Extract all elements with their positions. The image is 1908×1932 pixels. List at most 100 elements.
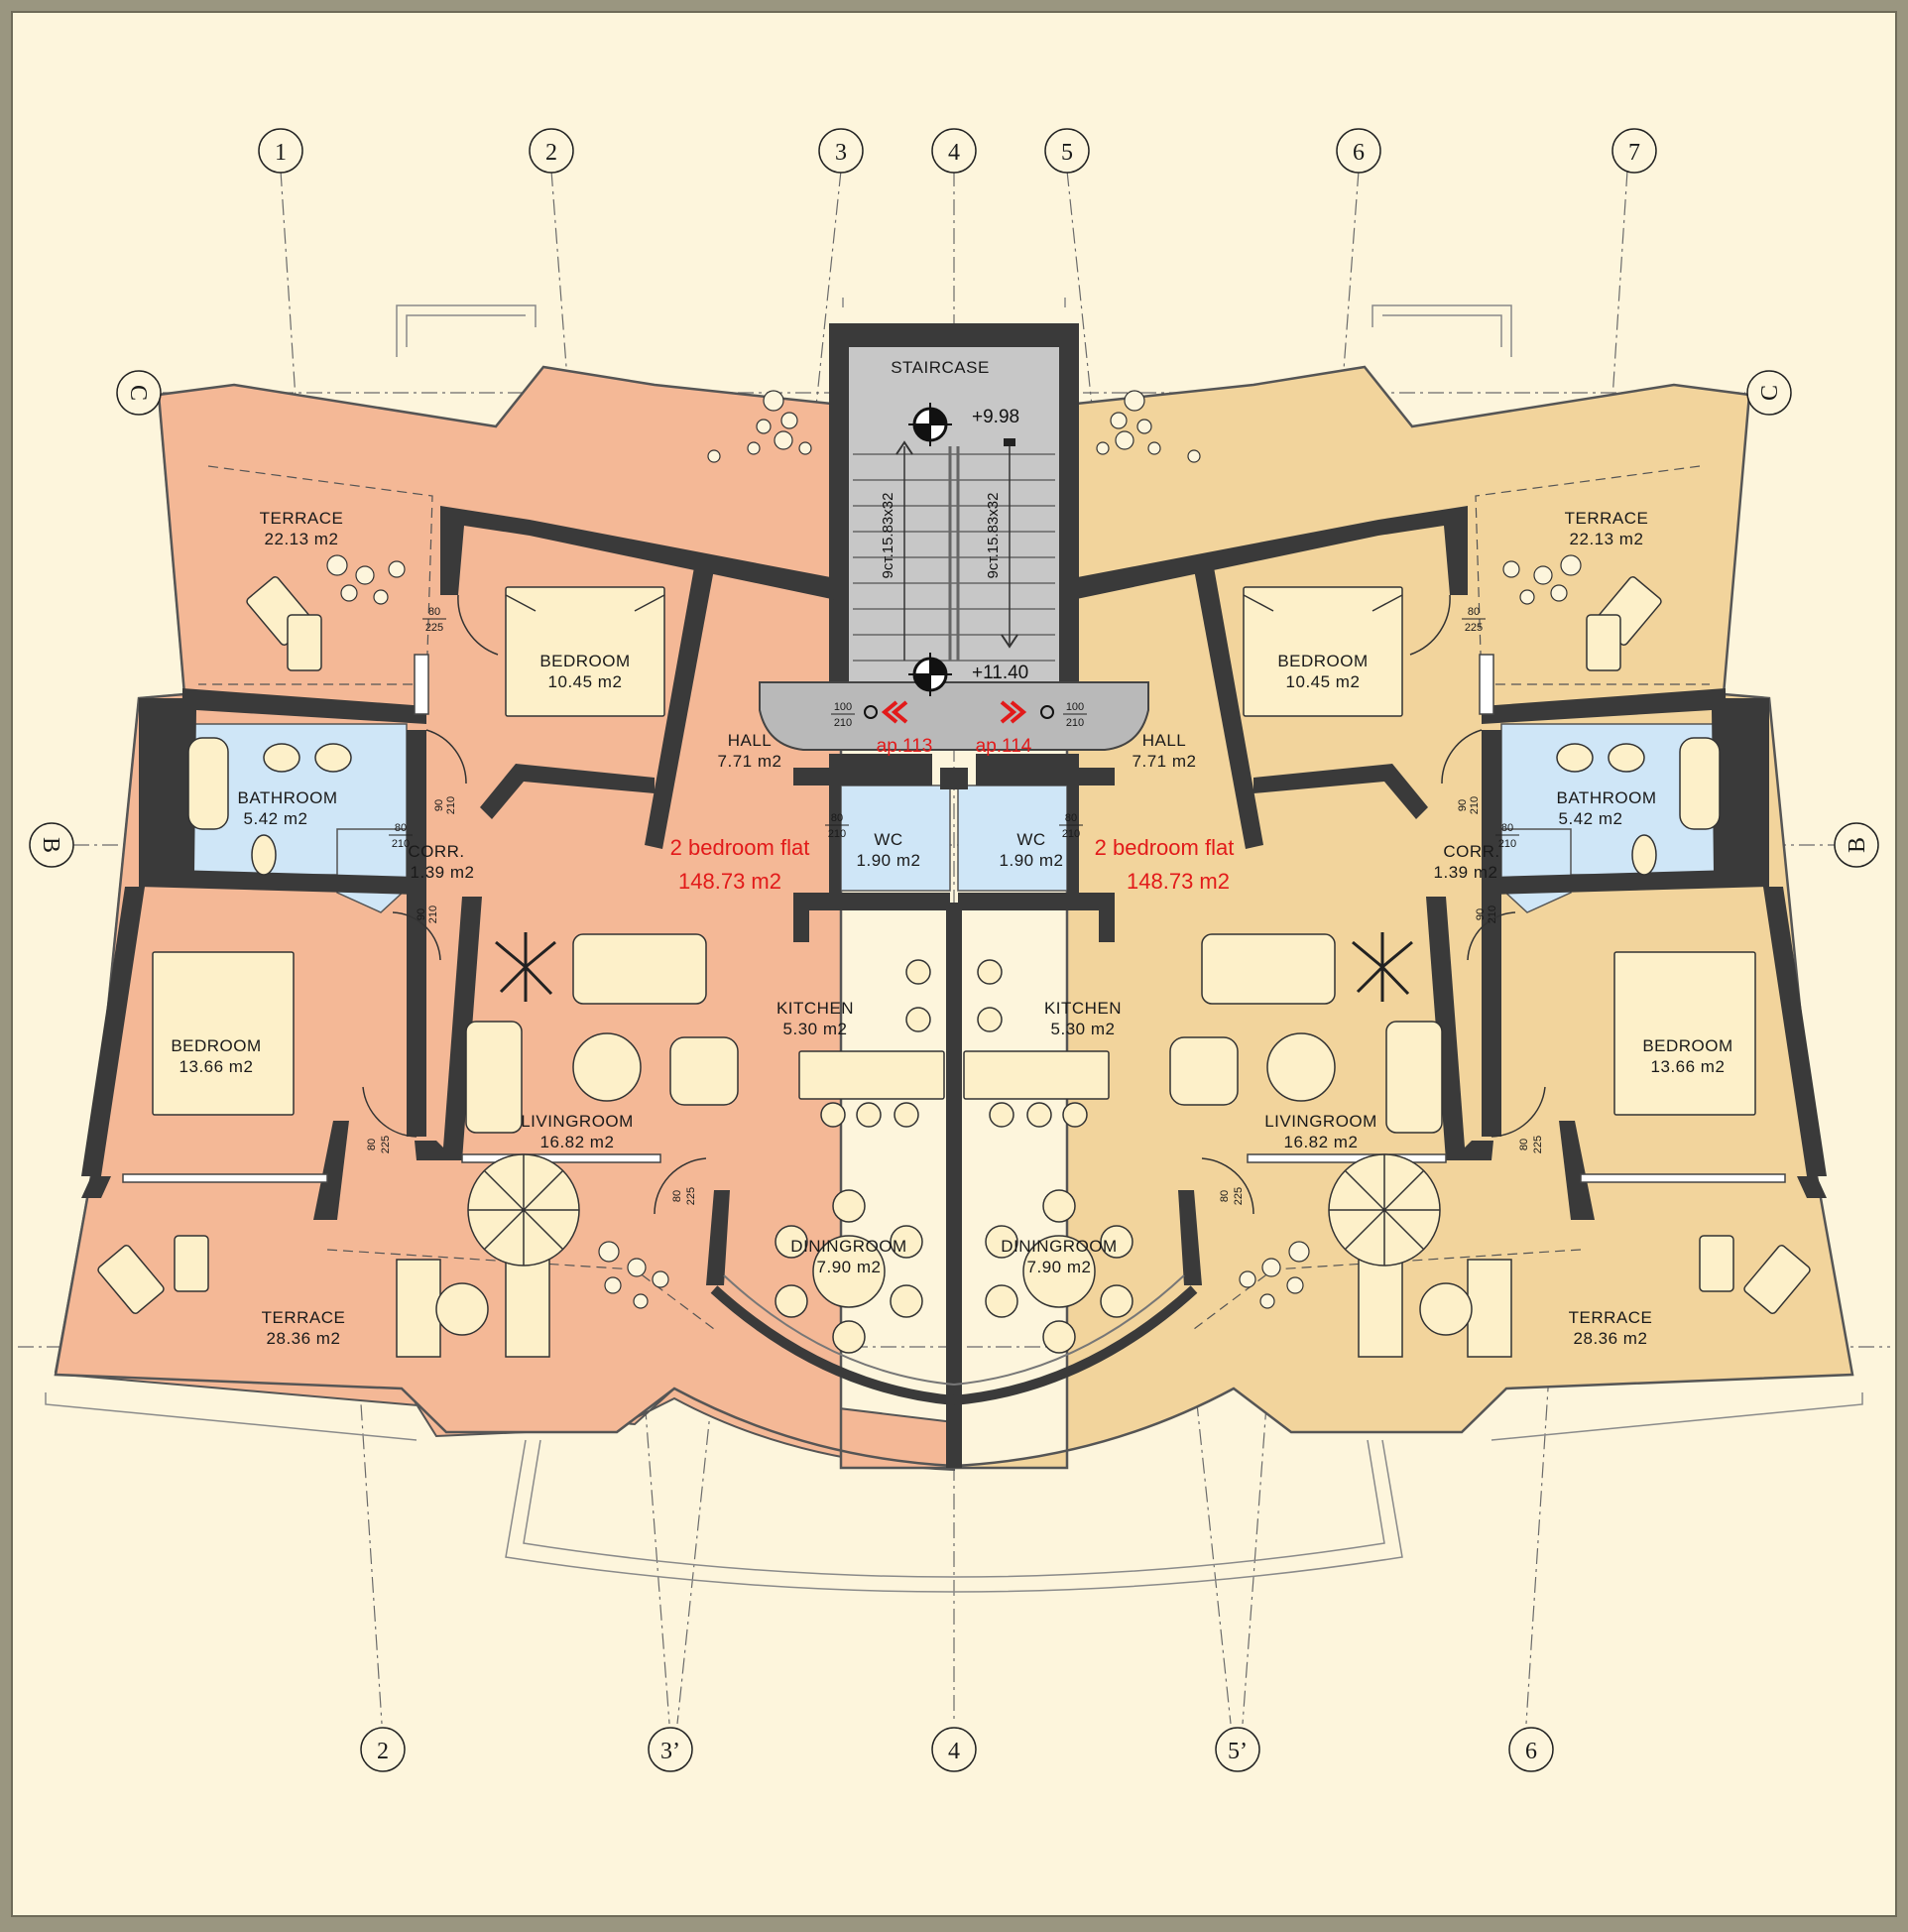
right-terrace-bottom-name: TERRACE	[1569, 1308, 1653, 1327]
door-mark-width: 80	[1219, 1190, 1231, 1202]
flight-right-label: 9ст.15.83х32	[985, 493, 1002, 579]
axis-label-bottom-6: 6	[1525, 1739, 1537, 1764]
door-mark-width: 90	[1457, 799, 1469, 811]
door-mark-height: 210	[828, 828, 846, 840]
door-mark-width: 90	[433, 799, 445, 811]
left-livingroom-name: LIVINGROOM	[521, 1112, 634, 1131]
plant-clusters	[326, 390, 1582, 1309]
left-corr-area: 1.39 m2	[411, 863, 475, 882]
furniture-right	[963, 576, 1811, 1358]
left-bathroom-name: BATHROOM	[238, 788, 338, 807]
potted-plant-right-icon	[1352, 932, 1413, 1002]
left-terrace-bottom-area: 28.36 m2	[267, 1329, 341, 1348]
left-terrace-bottom-name: TERRACE	[262, 1308, 346, 1327]
flight-left-label: 9ст.15.83х32	[880, 493, 896, 579]
entry-arrow-left-icon	[881, 700, 908, 724]
door-mark-width: 80	[671, 1190, 683, 1202]
right-hall-name: HALL	[1142, 731, 1187, 750]
door-mark-height: 225	[685, 1187, 697, 1205]
left-diningroom-name: DININGROOM	[790, 1237, 906, 1256]
right-hall-area: 7.71 m2	[1133, 752, 1197, 771]
axis-label-bottom-4: 4	[948, 1739, 960, 1764]
axis-label-row-b-left: B	[38, 837, 63, 853]
right-terrace-top-name: TERRACE	[1565, 509, 1649, 528]
left-terrace-top-name: TERRACE	[260, 509, 344, 528]
door-mark-width: 80	[428, 606, 440, 618]
door-mark-height: 210	[1066, 717, 1084, 729]
axis-label-top-1: 1	[275, 140, 287, 166]
right-bathroom-name: BATHROOM	[1557, 788, 1657, 807]
right-bathroom-area: 5.42 m2	[1559, 809, 1623, 828]
door-mark-height: 225	[1532, 1136, 1544, 1153]
axis-label-bottom-2: 2	[377, 1739, 389, 1764]
axis-label-bottom-3p: 3’	[660, 1739, 680, 1764]
right-bedroom-large-area: 13.66 m2	[1651, 1057, 1726, 1076]
right-terrace-top-area: 22.13 m2	[1570, 530, 1644, 548]
left-bedroom-small-name: BEDROOM	[539, 652, 630, 670]
door-mark-width: 80	[395, 822, 407, 834]
right-diningroom-area: 7.90 m2	[1027, 1258, 1092, 1276]
right-bedroom-small-name: BEDROOM	[1277, 652, 1368, 670]
axis-label-top-3: 3	[835, 140, 847, 166]
door-mark-width: 90	[1475, 908, 1487, 920]
right-kitchen-area: 5.30 m2	[1051, 1020, 1116, 1038]
apartment-label-right: ap.114	[976, 736, 1032, 757]
door-mark-width: 100	[1066, 701, 1084, 713]
door-mark-height: 210	[1469, 796, 1481, 814]
door-mark-width: 80	[1065, 812, 1077, 824]
staircase-label: STAIRCASE	[891, 358, 990, 377]
apartment-label-left: ap.113	[877, 736, 933, 757]
left-flat-type: 2 bedroom flat	[670, 835, 810, 860]
axis-label-top-7: 7	[1628, 140, 1640, 166]
door-mark-width: 80	[1468, 606, 1480, 618]
right-livingroom-name: LIVINGROOM	[1264, 1112, 1377, 1131]
door-mark-width: 90	[416, 908, 427, 920]
roof-outlines	[45, 298, 1863, 1593]
dining-arc-wall-left	[710, 1285, 955, 1405]
right-flat-main	[952, 365, 1854, 1470]
door-mark-height: 225	[425, 622, 443, 634]
level-bottom-label: +11.40	[972, 663, 1028, 683]
level-top-label: +9.98	[972, 407, 1019, 427]
left-flat-area: 148.73 m2	[678, 869, 781, 894]
left-terrace-top-area: 22.13 m2	[265, 530, 339, 548]
left-bedroom-large-area: 13.66 m2	[179, 1057, 254, 1076]
staircase	[759, 323, 1149, 751]
furniture-left	[97, 576, 945, 1358]
left-flat-main	[54, 365, 956, 1470]
door-mark-width: 80	[366, 1139, 378, 1150]
door-mark-height: 210	[834, 717, 852, 729]
right-bedroom-large-name: BEDROOM	[1642, 1036, 1732, 1055]
left-kitchen-area: 5.30 m2	[783, 1020, 848, 1038]
door-mark-height: 210	[1487, 906, 1498, 923]
right-flat-type: 2 bedroom flat	[1095, 835, 1235, 860]
left-livingroom-area: 16.82 m2	[540, 1133, 615, 1151]
door-mark-width: 100	[834, 701, 852, 713]
window-glazing	[122, 654, 1786, 1183]
left-hall-area: 7.71 m2	[718, 752, 782, 771]
door-mark-width: 80	[831, 812, 843, 824]
right-terrace-bottom-area: 28.36 m2	[1574, 1329, 1648, 1348]
right-bedroom-small-area: 10.45 m2	[1286, 672, 1361, 691]
door-mark-height: 210	[1062, 828, 1080, 840]
axis-label-top-6: 6	[1353, 140, 1365, 166]
left-hall-name: HALL	[728, 731, 773, 750]
door-swings	[362, 594, 1546, 1215]
dining-arc-glazing-left	[723, 1274, 955, 1386]
left-kitchen-name: KITCHEN	[776, 999, 854, 1018]
left-bedroom-small-area: 10.45 m2	[548, 672, 623, 691]
door-marks: 100 210 100 210 80 225 80 225 80 210 80 …	[366, 606, 1544, 1205]
left-corr-name: CORR.	[408, 842, 464, 861]
door-mark-height: 225	[1465, 622, 1483, 634]
door-mark-height: 225	[1233, 1187, 1245, 1205]
door-mark-width: 80	[1501, 822, 1513, 834]
right-corr-name: CORR.	[1443, 842, 1499, 861]
axis-label-top-4: 4	[948, 140, 960, 166]
dining-arc-wall-right	[953, 1285, 1198, 1405]
walls	[81, 506, 1827, 1468]
axis-label-row-c-right: C	[1757, 385, 1783, 401]
axis-label-row-c-left: C	[125, 385, 151, 401]
level-marker-top	[908, 403, 952, 446]
left-wc-area: 1.90 m2	[857, 851, 921, 870]
